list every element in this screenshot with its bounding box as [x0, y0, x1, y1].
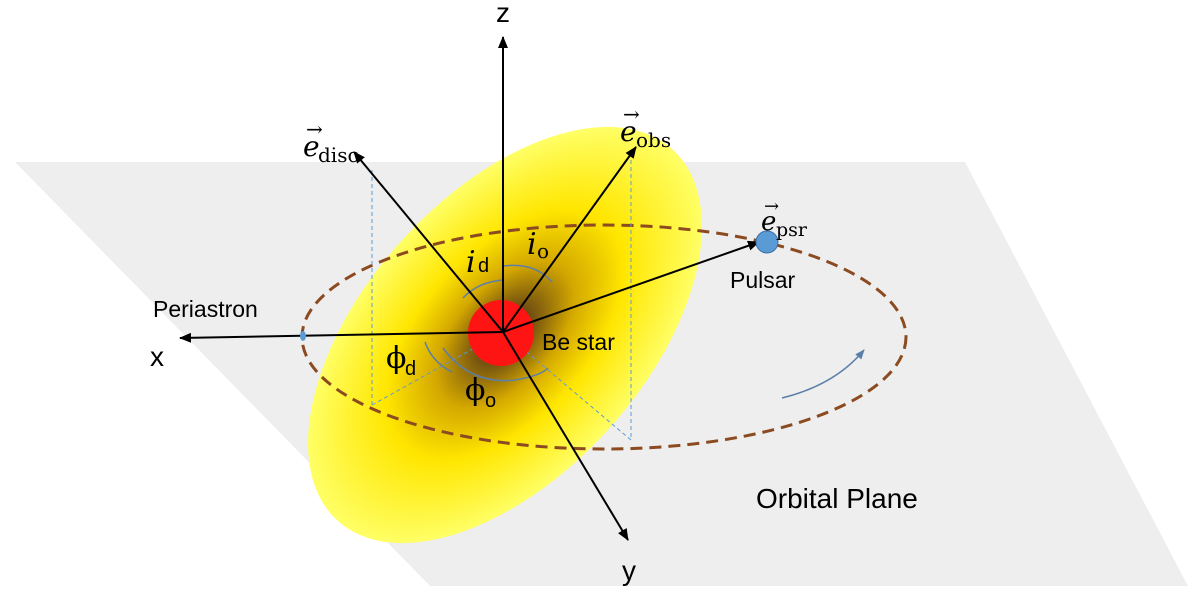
svg-text:i: i [527, 227, 537, 262]
e-obs-vector [502, 146, 637, 333]
x-axis [179, 331, 504, 343]
svg-text:o: o [537, 239, 549, 263]
e-psr-vector [502, 240, 760, 333]
e-obs-label: → e obs [620, 102, 671, 152]
svg-text:o: o [485, 390, 496, 412]
arc-i-d [462, 279, 504, 299]
svg-text:e: e [620, 115, 637, 148]
x-axis-label: x [150, 341, 164, 372]
svg-text:e: e [303, 130, 320, 163]
svg-text:disc: disc [318, 143, 359, 167]
orbit-direction-arrow [781, 349, 865, 399]
periastron-label: Periastron [153, 296, 258, 322]
pulsar-label: Pulsar [730, 267, 796, 293]
e-psr-label: → e psr [761, 196, 808, 241]
svg-text:psr: psr [776, 219, 808, 241]
vector-arrow-glyph: → [623, 102, 640, 126]
e-disc-label: → e disc [303, 117, 359, 167]
svg-text:i: i [466, 245, 476, 280]
arc-i-o [502, 264, 553, 283]
e-disc-vector [353, 151, 504, 333]
phi-o-label: ϕ o [465, 373, 496, 412]
z-axis-label: z [496, 0, 510, 28]
phi-d-label: ϕ d [386, 341, 416, 380]
svg-text:obs: obs [636, 128, 671, 152]
be-star-label: Be star [542, 329, 615, 355]
vector-arrow-glyph: → [306, 117, 323, 141]
svg-text:d: d [478, 255, 489, 277]
i-d-label: i d [466, 245, 489, 280]
projection-lines [371, 160, 632, 441]
svg-text:e: e [761, 207, 776, 237]
i-o-label: i o [527, 227, 549, 263]
angle-arcs [424, 264, 553, 382]
arc-phi-d [424, 341, 453, 373]
arc-phi-o [442, 347, 549, 382]
vector-arrow-glyph: → [764, 196, 779, 217]
orbital-plane-label: Orbital Plane [756, 483, 918, 514]
y-axis [502, 331, 629, 541]
y-axis-label: y [622, 555, 636, 586]
periastron-marker [300, 331, 306, 341]
svg-text:ϕ: ϕ [465, 373, 485, 408]
pulsar [755, 230, 779, 254]
svg-text:ϕ: ϕ [386, 341, 406, 376]
svg-text:d: d [405, 358, 416, 380]
axis-lines [179, 36, 760, 541]
